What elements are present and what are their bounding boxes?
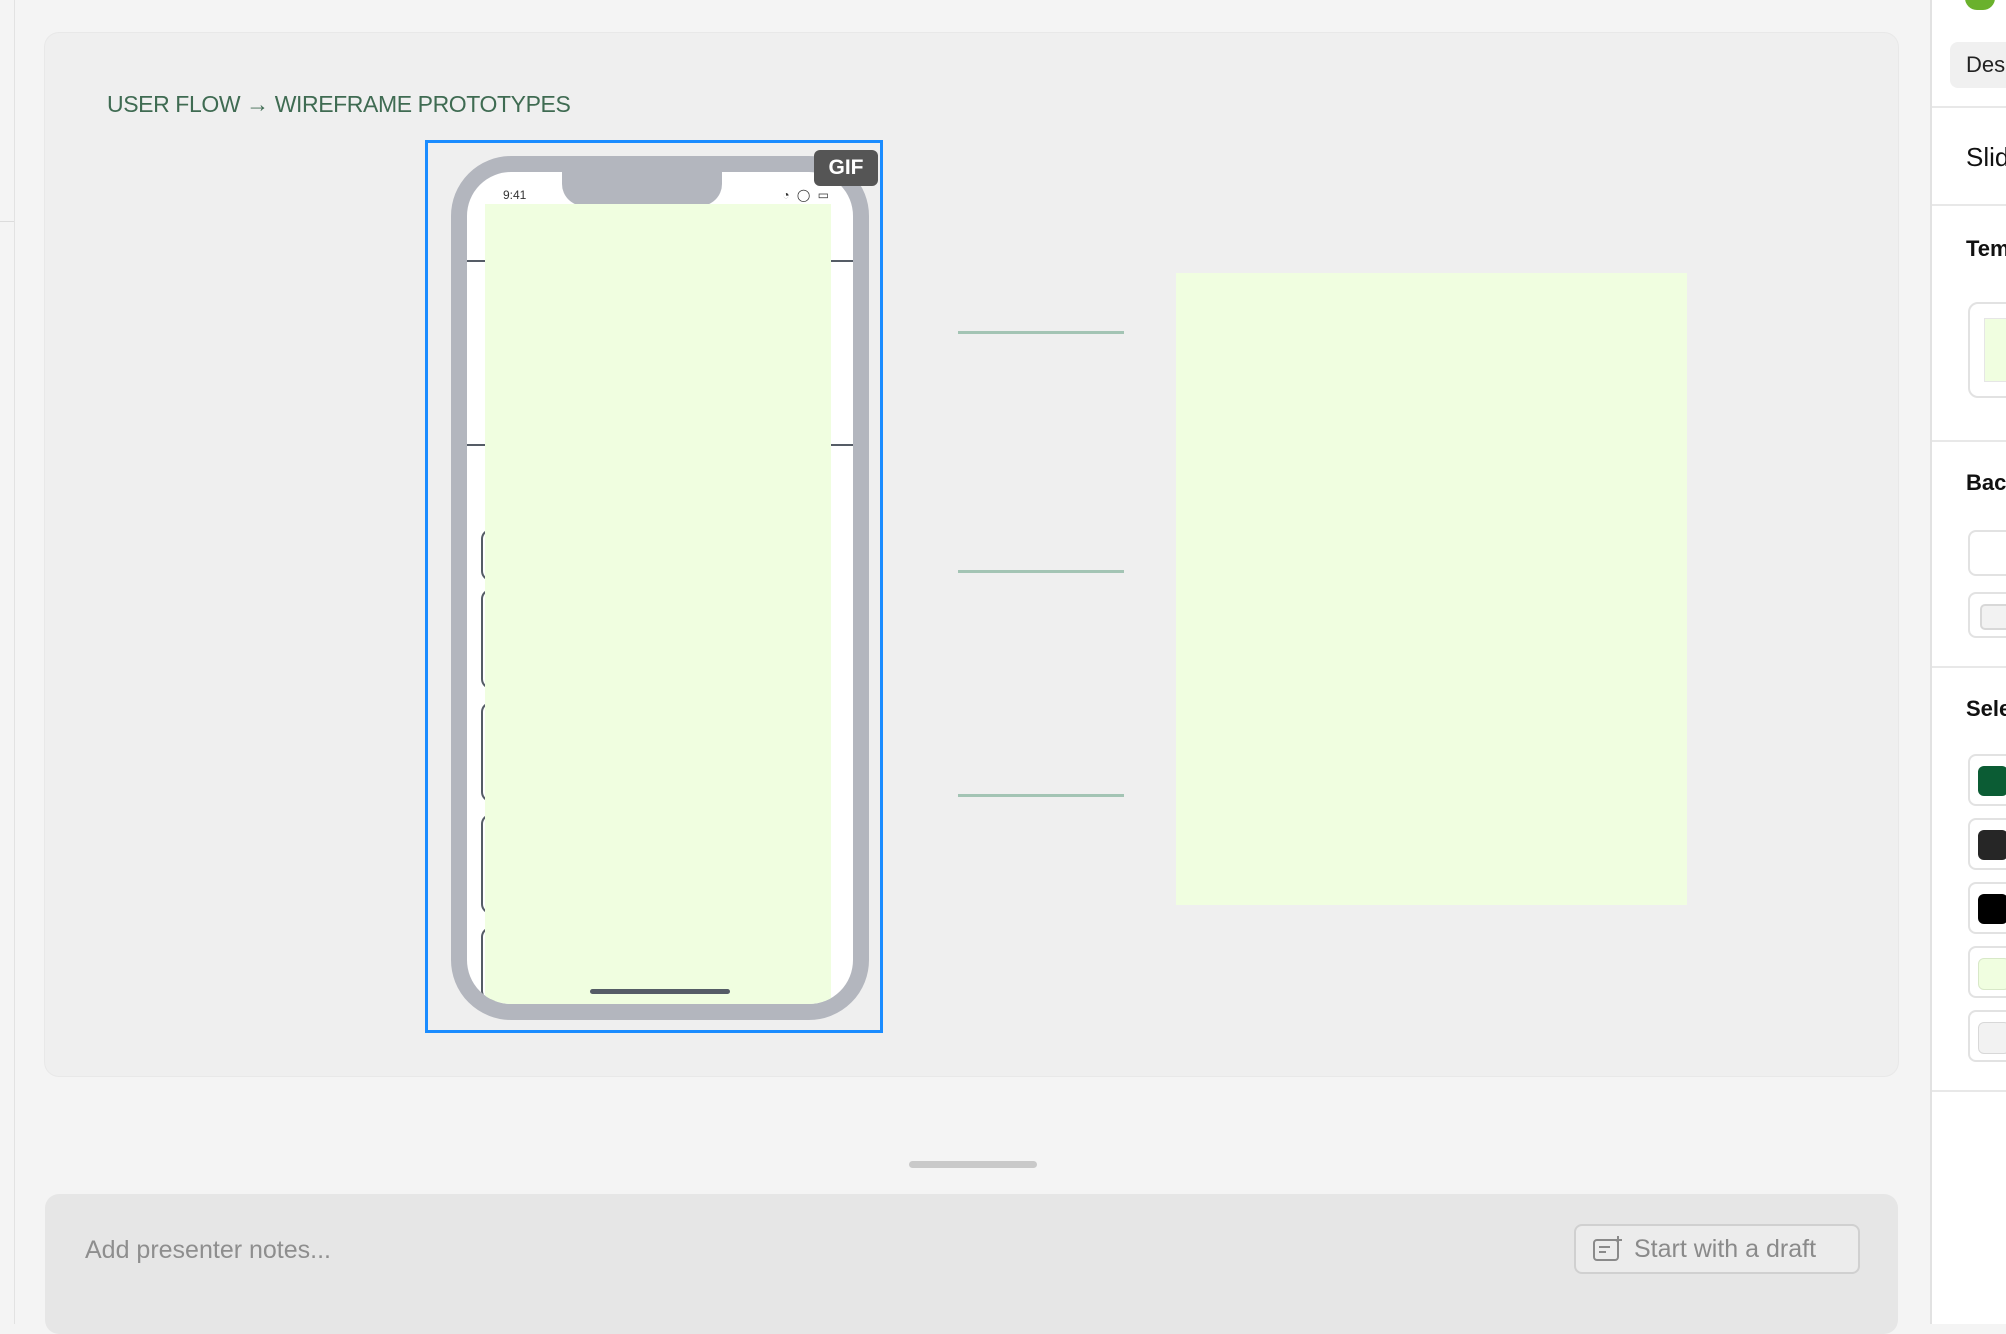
slide-title[interactable]: USER FLOW → WIREFRAME PROTOTYPES: [107, 91, 571, 117]
color-chip: [1978, 958, 2006, 990]
template-preview: [1984, 318, 2006, 382]
color-swatch[interactable]: [1968, 1010, 2006, 1062]
start-draft-label: Start with a draft: [1634, 1234, 1817, 1263]
selection-outline: [425, 140, 883, 1033]
color-swatch[interactable]: [1968, 882, 2006, 934]
tab-design[interactable]: Des: [1950, 42, 2006, 88]
connector-line[interactable]: [958, 331, 1124, 334]
slide-canvas[interactable]: USER FLOW → WIREFRAME PROTOTYPES 9:41 ◔ …: [45, 33, 1898, 1076]
color-chip: [1978, 766, 2006, 796]
panel-divider: [1932, 666, 2006, 668]
template-thumbnail[interactable]: [1968, 302, 2006, 398]
gif-badge: GIF: [814, 150, 878, 186]
phone-wireframe-gif[interactable]: 9:41 ◔ ◯ ▭: [451, 156, 869, 1020]
presenter-notes-input[interactable]: Add presenter notes...: [85, 1236, 331, 1264]
start-draft-button[interactable]: Start with a draft: [1574, 1224, 1860, 1274]
color-chip: [1978, 830, 2006, 860]
section-background-heading: Bac: [1966, 470, 2006, 495]
sidebar-divider: [0, 221, 14, 222]
color-chip: [1978, 894, 2006, 924]
background-option-light[interactable]: [1968, 592, 2006, 638]
color-swatch[interactable]: [1968, 946, 2006, 998]
color-swatch[interactable]: [1968, 818, 2006, 870]
phone-screen-overlay: [485, 204, 831, 1004]
section-selected-heading: Sele: [1966, 696, 2006, 721]
notes-resize-handle[interactable]: [909, 1161, 1037, 1168]
design-panel: Des Slid Tem Bac Sele: [1930, 0, 2006, 1324]
connector-line[interactable]: [958, 570, 1124, 573]
avatar[interactable]: [1965, 0, 1995, 10]
left-sidebar-strip: [0, 0, 15, 1324]
image-placeholder[interactable]: [1176, 273, 1687, 905]
phone-status-icons: ◔ ◯ ▭: [782, 188, 831, 202]
section-template-heading: Tem: [1966, 236, 2006, 261]
panel-divider: [1932, 1090, 2006, 1092]
color-chip: [1978, 1022, 2006, 1054]
section-slide-heading: Slid: [1966, 142, 2006, 172]
phone-status-time: 9:41: [503, 188, 527, 202]
panel-divider: [1932, 204, 2006, 206]
color-swatch[interactable]: [1968, 754, 2006, 806]
connector-line[interactable]: [958, 794, 1124, 797]
panel-divider: [1932, 440, 2006, 442]
panel-divider: [1932, 106, 2006, 108]
background-option-white[interactable]: [1968, 530, 2006, 576]
presenter-notes-panel[interactable]: Add presenter notes... Start with a draf…: [45, 1194, 1898, 1334]
phone-notch: [562, 172, 722, 206]
background-chip: [1980, 604, 2006, 630]
home-indicator: [590, 989, 730, 994]
draft-notes-icon: [1593, 1236, 1622, 1261]
